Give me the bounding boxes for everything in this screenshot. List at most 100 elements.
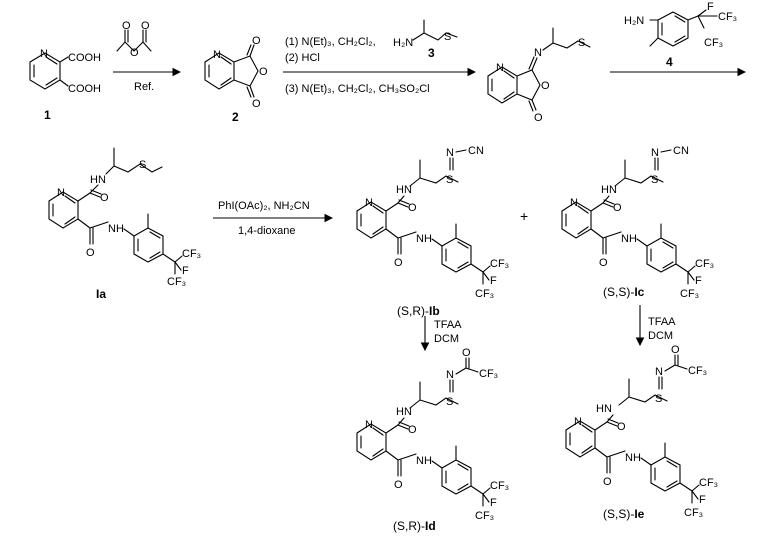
c1-ring-n: N [40, 48, 48, 60]
ie-cf3-acyl: CF₃ [688, 365, 707, 377]
int-n-imine: N [534, 47, 542, 59]
step-2-line-1: (1) N(Et)₃, CH₂Cl₂, [285, 36, 376, 48]
compound-Id: O CF₃ N S HN N O N H O CF₃ F CF₃ (S,R)-I… [356, 347, 509, 533]
ib-s: S [446, 174, 453, 186]
step-5-right-line-1: TFAA [648, 316, 676, 328]
ib-h-amide: H [424, 233, 432, 245]
compound-2: N O O O 2 [204, 35, 268, 124]
id-cf3-top: CF₃ [490, 480, 509, 492]
compound-1-number: 1 [44, 108, 51, 122]
compound-Ib-label: (S,R)-Ib [397, 304, 440, 318]
c1-cooh-top: COOH [68, 52, 101, 64]
ie-o2: O [603, 476, 612, 488]
id-o1: O [408, 424, 417, 436]
c2-o-ring: O [259, 66, 268, 78]
ia-n-ring: N [57, 187, 65, 199]
imine-intermediate: N N S O O [487, 27, 591, 124]
ib-n-amide: N [416, 233, 424, 245]
ic-hn-top: HN [601, 184, 617, 196]
compound-3-number: 3 [428, 46, 435, 60]
ib-o1: O [408, 202, 417, 214]
id-n-amide: N [416, 455, 424, 467]
c4-cf3-bottom: CF₃ [704, 37, 723, 49]
ie-cf3-top: CF₃ [699, 477, 718, 489]
c2-ring-n: N [213, 49, 221, 61]
ic-s: S [651, 174, 658, 186]
compound-Ic-label: (S,S)-Ic [603, 285, 645, 299]
step-4-line-1: PhI(OAc)₂, NH₂CN [218, 200, 310, 212]
id-cf3-bottom: CF₃ [475, 510, 494, 522]
c3-s: S [444, 31, 451, 43]
ie-h-amide: H [633, 452, 641, 464]
c2-o-top: O [252, 35, 261, 47]
ib-o2: O [394, 257, 403, 269]
ie-o1: O [617, 421, 626, 433]
ic-o2: O [599, 257, 608, 269]
ie-n: N [655, 366, 663, 378]
ic-n-ring: N [570, 197, 578, 209]
ib-cn: CN [468, 145, 484, 157]
ic-n-cn: N [651, 147, 659, 159]
compound-Ie: O CF₃ N S HN N O N H O CF₃ F CF₃ (S,S)-I… [565, 344, 718, 521]
ib-cf3-bottom: CF₃ [475, 288, 494, 300]
id-f: F [490, 497, 497, 509]
compound-4: H₂N F CF₃ CF₃ 4 [624, 1, 737, 69]
c4-cf3-top: CF₃ [718, 11, 737, 23]
id-n-ring: N [365, 419, 373, 431]
ie-cf3-bottom: CF₃ [684, 507, 703, 519]
c1-cooh-bottom: COOH [68, 83, 101, 95]
id-n: N [446, 369, 454, 381]
compound-1: COOH COOH N 1 [29, 48, 101, 122]
compound-4-number: 4 [666, 55, 673, 69]
ib-n-cn: N [446, 147, 454, 159]
c4-f: F [707, 1, 714, 13]
anhydride-o-mid: O [130, 47, 139, 59]
c3-amine: H₂N [393, 37, 413, 49]
compound-Ie-label: (S,S)-Ie [603, 507, 645, 521]
step-5-right-line-2: DCM [648, 330, 673, 342]
compound-Ia: HN S N O N H O CF₃ F CF₃ Ia [48, 147, 201, 301]
ie-s: S [655, 393, 662, 405]
int-n-ring: N [496, 62, 504, 74]
ic-o1: O [613, 202, 622, 214]
id-cf3-acyl: CF₃ [479, 368, 498, 380]
ie-n-ring: N [574, 416, 582, 428]
ia-o1: O [100, 192, 109, 204]
anhydride-o-left: O [122, 20, 131, 32]
acetic-anhydride: O O O [116, 20, 152, 59]
step-2-line-2: (2) HCl [285, 52, 320, 64]
step-4-line-2: 1,4-dioxane [238, 225, 296, 237]
int-s: S [578, 37, 585, 49]
ib-hn-top: HN [396, 184, 412, 196]
anhydride-o-right: O [141, 20, 150, 32]
c4-amine: H₂N [624, 15, 644, 27]
step-1-conditions: Ref. [134, 81, 154, 93]
step-5-left-line-1: TFAA [434, 319, 462, 331]
ia-o2: O [86, 247, 95, 259]
ia-f: F [182, 265, 189, 277]
compound-Id-label: (S,R)-Id [393, 519, 436, 533]
ic-cf3-top: CF₃ [695, 258, 714, 270]
id-o2: O [394, 479, 403, 491]
ia-s: S [139, 159, 146, 171]
ie-n-amide: N [625, 452, 633, 464]
int-o-bottom: O [534, 112, 543, 124]
compound-Ic: N CN S HN N O N H O CF₃ F CF₃ (S,S)-Ic [561, 145, 714, 300]
compound-2-number: 2 [232, 110, 239, 124]
ic-h-amide: H [629, 233, 637, 245]
ia-cf3-top: CF₃ [182, 248, 201, 260]
ib-n-ring: N [365, 197, 373, 209]
ib-cf3-top: CF₃ [490, 258, 509, 270]
ia-cf3-bottom: CF₃ [167, 276, 186, 288]
id-o-acyl: O [462, 347, 471, 359]
ia-hn-top: HN [90, 174, 106, 186]
ib-f: F [490, 275, 497, 287]
step-2-line-3: (3) N(Et)₃, CH₂Cl₂, CH₃SO₂Cl [285, 83, 430, 95]
ie-f: F [699, 494, 706, 506]
compound-Ia-label: Ia [96, 287, 106, 301]
compound-Ib: N CN S HN N O N H O CF₃ F CF₃ (S,R)-Ib [356, 145, 509, 318]
plus-sign: + [520, 208, 528, 224]
ic-cf3-bottom: CF₃ [680, 288, 699, 300]
id-h-amide: H [424, 455, 432, 467]
c2-o-bottom: O [252, 98, 261, 110]
